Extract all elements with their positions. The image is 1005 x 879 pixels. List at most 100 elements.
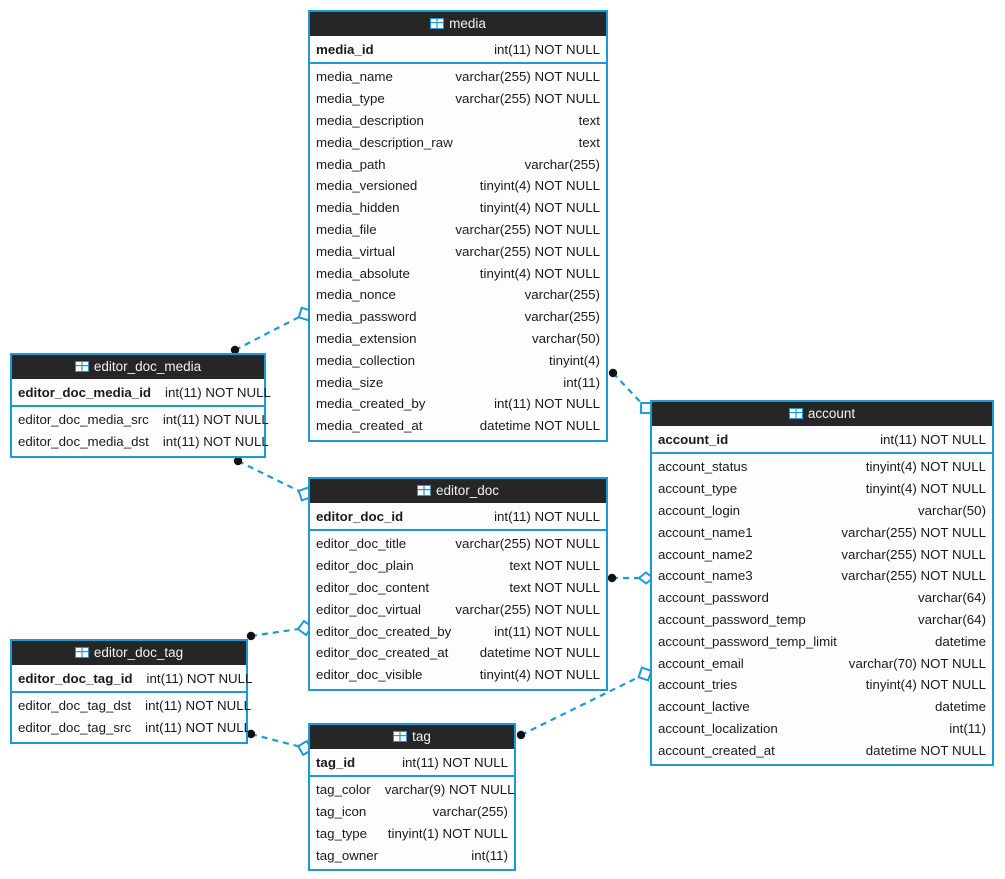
attribute-name: media_created_at	[316, 418, 423, 434]
table-icon	[74, 361, 89, 372]
attribute-name: account_name2	[658, 546, 753, 562]
entity-header-editor_doc[interactable]: editor_doc	[310, 479, 606, 503]
entity-header-media[interactable]: media	[310, 12, 606, 36]
attribute-name: media_hidden	[316, 200, 400, 216]
attribute-type: varchar(255) NOT NULL	[455, 69, 600, 85]
attribute-name: media_file	[316, 221, 377, 237]
attribute-type: int(11) NOT NULL	[162, 412, 269, 428]
attribute-type: tinyint(4) NOT NULL	[865, 677, 986, 693]
entity-header-account[interactable]: account	[652, 402, 992, 426]
attribute-name: tag_color	[316, 782, 371, 798]
attribute-name: account_name3	[658, 568, 753, 584]
attribute-type: text	[578, 112, 600, 128]
table-icon	[416, 485, 431, 496]
attribute-name: editor_doc_tag_src	[18, 720, 132, 736]
entity-header-tag[interactable]: tag	[310, 725, 514, 749]
attribute-type: varchar(255)	[432, 804, 508, 820]
table-icon	[430, 18, 445, 29]
attribute-type: datetime	[935, 633, 986, 649]
attribute-type: datetime NOT NULL	[479, 645, 600, 661]
attribute-name: media_virtual	[316, 243, 396, 259]
entity-header-editor_doc_media[interactable]: editor_doc_media	[12, 355, 264, 379]
entity-header-editor_doc_tag[interactable]: editor_doc_tag	[12, 641, 246, 665]
attribute-type: tinyint(4)	[549, 352, 600, 368]
attribute-name: media_nonce	[316, 287, 396, 303]
relation-endpoint-dot	[516, 730, 526, 740]
attribute-name: editor_doc_created_by	[316, 623, 452, 639]
relation-endpoint-dot	[608, 368, 618, 378]
attribute-type: int(11)	[563, 374, 600, 390]
attribute-type: varchar(70) NOT NULL	[848, 655, 986, 671]
attribute-name: editor_doc_visible	[316, 667, 423, 683]
attribute-name: editor_doc_plain	[316, 558, 414, 574]
attribute-type: int(11) NOT NULL	[145, 698, 252, 714]
attribute-name: editor_doc_tag_id	[18, 670, 133, 686]
attribute-name: account_type	[658, 481, 738, 497]
attribute-type: int(11)	[471, 847, 508, 863]
relation-endpoint-dot	[607, 573, 617, 583]
relation-line	[250, 732, 306, 750]
attribute-type: tinyint(4) NOT NULL	[479, 265, 600, 281]
attribute-name: tag_id	[316, 754, 356, 770]
